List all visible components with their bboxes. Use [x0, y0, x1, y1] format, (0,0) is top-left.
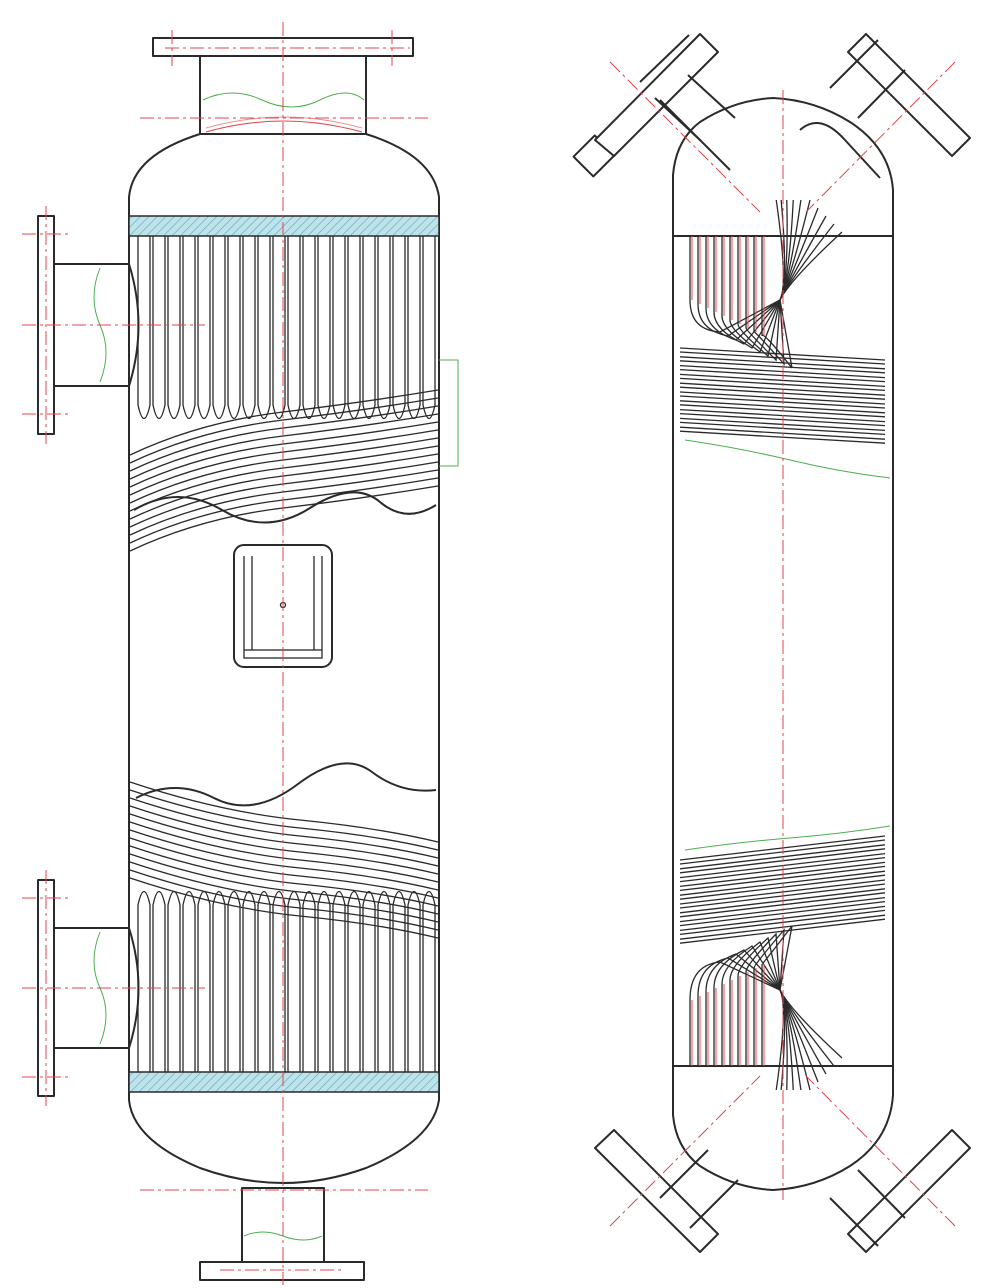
tube-line [152, 236, 166, 420]
tube-line [137, 890, 151, 1072]
upper-left-nozzle [572, 33, 736, 178]
tube-line [317, 890, 331, 1072]
tube-line [761, 231, 843, 369]
top-nozzle [152, 37, 414, 135]
tube-line [362, 236, 376, 420]
lower-break-line [135, 762, 437, 807]
tube-line [129, 469, 439, 536]
tube-line [347, 236, 361, 420]
tube-line [422, 890, 436, 1072]
front-tube-bundle-lower [129, 781, 439, 1072]
tube-line [679, 373, 886, 388]
tube-line [152, 890, 166, 1072]
side-shell [672, 97, 894, 1191]
tube-line [679, 844, 886, 870]
tube-line [287, 236, 301, 420]
tube-line [392, 890, 406, 1072]
tube-line [227, 890, 241, 1072]
tube-line [242, 890, 256, 1072]
tube-line [129, 797, 439, 859]
tube-line [302, 890, 316, 1072]
lower-right-nozzle [829, 1129, 971, 1253]
upper-tubesheet [128, 215, 440, 237]
tube-line [377, 890, 391, 1072]
tube-line [679, 918, 886, 944]
front-view [22, 22, 459, 1285]
tube-line [129, 389, 439, 456]
lower-tubesheet [128, 1071, 440, 1093]
tube-line [129, 445, 439, 512]
tube-line [129, 813, 439, 875]
tube-line [679, 892, 886, 918]
tube-line [227, 236, 241, 420]
lower-left-nozzle [594, 1129, 739, 1253]
tube-line [422, 236, 436, 420]
tube-line [272, 890, 286, 1072]
tube-line [287, 890, 301, 1072]
tube-line [129, 781, 439, 843]
tube-line [332, 236, 346, 420]
tube-line [212, 236, 226, 420]
tube-line [332, 890, 346, 1072]
tube-line [679, 430, 886, 444]
tube-line [167, 890, 181, 1072]
tube-line [257, 890, 271, 1072]
tube-line [257, 236, 271, 420]
tube-line [182, 236, 196, 420]
tube-line [129, 397, 439, 464]
tube-line [129, 461, 439, 528]
tube-line [197, 236, 211, 420]
tube-line [129, 421, 439, 488]
tube-line [272, 236, 286, 420]
tube-line [679, 382, 886, 396]
tube-line [182, 890, 196, 1072]
bottom-nozzle [199, 1187, 365, 1281]
tube-line [129, 829, 439, 891]
tube-line [129, 853, 439, 915]
tube-line [761, 925, 843, 1066]
tube-line [679, 400, 886, 414]
front-shell [128, 133, 440, 1184]
tube-line [347, 890, 361, 1072]
side-view [572, 33, 971, 1253]
tube-line [392, 236, 406, 420]
tube-line [407, 236, 421, 420]
tube-line [212, 890, 226, 1072]
tube-line [129, 821, 439, 883]
tube-line [362, 890, 376, 1072]
front-tube-bundle-upper [129, 236, 439, 552]
tube-line [129, 485, 439, 552]
tube-line [167, 236, 181, 420]
upper-right-nozzle [799, 33, 971, 179]
tube-line [679, 874, 886, 900]
tube-line [302, 236, 316, 420]
side-bracket [439, 359, 459, 467]
tube-line [129, 789, 439, 851]
upper-break-line [133, 491, 437, 524]
tube-line [129, 837, 439, 899]
tube-line [679, 900, 886, 927]
tube-line [377, 236, 391, 420]
tube-line [407, 890, 421, 1072]
tube-line [689, 200, 784, 333]
tube-line [129, 861, 439, 923]
tube-line [242, 236, 256, 420]
tube-line [137, 236, 151, 420]
tube-line [129, 805, 439, 867]
tube-line [197, 890, 211, 1072]
tube-line [129, 877, 439, 939]
tube-line [129, 845, 439, 907]
tube-line [689, 961, 784, 1090]
tube-line [317, 236, 331, 420]
